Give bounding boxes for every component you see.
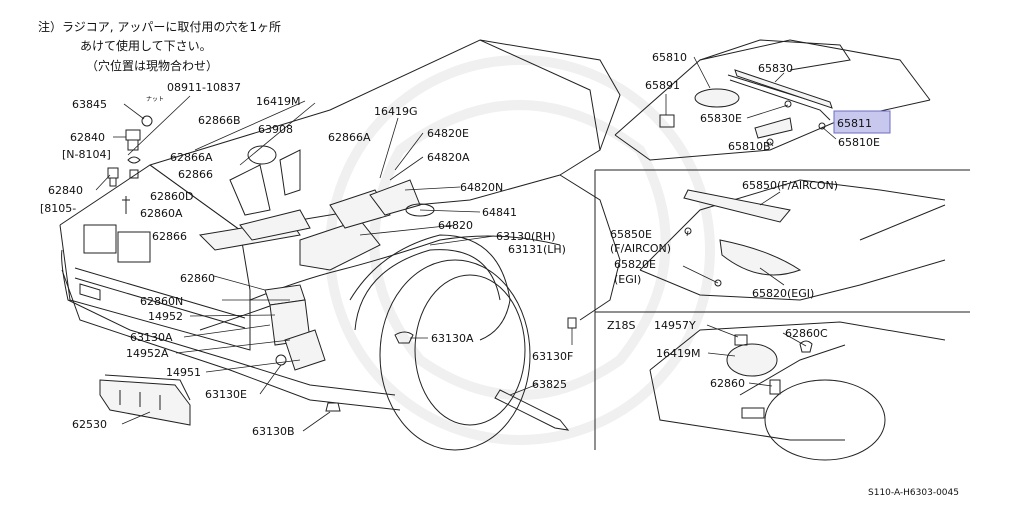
- nut-label: ナット: [146, 96, 164, 103]
- nut-63845: [141, 115, 153, 127]
- label-16419g: 16419G: [374, 105, 418, 118]
- label-65820-egi: 65820(EGI): [752, 287, 814, 300]
- part-labels: 08911-10837 63845 62840 [N-8104] 62840 […: [40, 51, 880, 438]
- label-63130a-right: 63130A: [431, 332, 474, 345]
- label-62866a-left: 62866A: [170, 151, 213, 164]
- label-65820e: 65820E: [614, 258, 656, 271]
- label-62860c: 62860C: [785, 327, 828, 340]
- label-63908: 63908: [258, 123, 293, 136]
- leader-lines: [95, 56, 837, 432]
- label-14952: 14952: [148, 310, 183, 323]
- front-insulator: [683, 189, 791, 223]
- label-62840-a: 62840: [70, 131, 105, 144]
- label-65891: 65891: [645, 79, 680, 92]
- label-63825: 63825: [532, 378, 567, 391]
- hood-insulator-drawing: [639, 179, 946, 301]
- label-63130a-left: 63130A: [130, 331, 173, 344]
- label-65850-faircon: 65850(F/AIRCON): [742, 179, 838, 192]
- label-63130b: 63130B: [252, 425, 295, 438]
- label-62860-b: 62860: [710, 377, 745, 390]
- note-line-1: 注）ラジコア, アッパーに取付用の穴を1ヶ所: [38, 19, 281, 34]
- label-62860: 62860: [180, 272, 215, 285]
- highlight-65811: [833, 110, 891, 134]
- label-n-8104: [N-8104]: [62, 148, 111, 161]
- label-63130e: 63130E: [205, 388, 247, 401]
- lower-wheel: [764, 379, 886, 461]
- headlight-left: [83, 224, 117, 254]
- front-wheel: [379, 259, 531, 451]
- label-64820n: 64820N: [460, 181, 503, 194]
- label-62840-b: 62840: [48, 184, 83, 197]
- label-65830e: 65830E: [700, 112, 742, 125]
- label-63131-lh: 63131(LH): [508, 243, 566, 256]
- label-16419m-b: 16419M: [656, 347, 700, 360]
- label-64820a: 64820A: [427, 151, 470, 164]
- front-spoiler-bracket: [99, 379, 191, 426]
- label-faircon: (F/AIRCON): [610, 242, 671, 255]
- label-08911-10837: 08911-10837: [167, 81, 241, 94]
- air-intake-grille: [694, 88, 740, 108]
- label-62860a: 62860A: [140, 207, 183, 220]
- label-14951: 14951: [166, 366, 201, 379]
- label-65811[interactable]: 65811: [837, 117, 872, 130]
- label-egi: (EGI): [614, 273, 641, 286]
- label-62860d: 62860D: [150, 190, 193, 203]
- splash-guard-rod: [494, 389, 570, 431]
- note-line-2: あけて使用して下さい。: [80, 38, 212, 53]
- label-8105: [8105-: [40, 202, 76, 215]
- label-14952a: 14952A: [126, 347, 169, 360]
- label-65810e: 65810E: [838, 136, 880, 149]
- label-14957y: 14957Y: [654, 319, 696, 332]
- cowl-top-molding: [734, 69, 833, 109]
- label-63130f: 63130F: [532, 350, 573, 363]
- main-car-drawing: [59, 39, 970, 451]
- label-65830: 65830: [758, 62, 793, 75]
- label-63845: 63845: [72, 98, 107, 111]
- label-62530: 62530: [72, 418, 107, 431]
- label-62866-a: 62866: [178, 168, 213, 181]
- hood-lock: [369, 179, 421, 216]
- headlight-right: [117, 231, 151, 263]
- label-64820: 64820: [438, 219, 473, 232]
- label-62860n: 62860N: [140, 295, 183, 308]
- air-cleaner: [726, 343, 778, 377]
- label-64841: 64841: [482, 206, 517, 219]
- z18s-engine-bay-drawing: [649, 321, 946, 461]
- label-62866-b: 62866: [152, 230, 187, 243]
- label-z18s: Z18S: [607, 319, 636, 332]
- label-63130-rh: 63130(RH): [496, 230, 556, 243]
- label-62866b: 62866B: [198, 114, 241, 127]
- hood-insulator-egi: [719, 239, 802, 276]
- label-62866a-top: 62866A: [328, 131, 371, 144]
- label-64820e: 64820E: [427, 127, 469, 140]
- label-65810b: 65810B: [728, 140, 771, 153]
- footer-code: S110-A-H6303-0045: [868, 488, 959, 498]
- label-16419m: 16419M: [256, 95, 300, 108]
- label-65850e: 65850E: [610, 228, 652, 241]
- cowl-detail-drawing: [614, 39, 931, 161]
- note-line-3: （穴位置は現物合わせ）: [86, 58, 218, 73]
- label-65810: 65810: [652, 51, 687, 64]
